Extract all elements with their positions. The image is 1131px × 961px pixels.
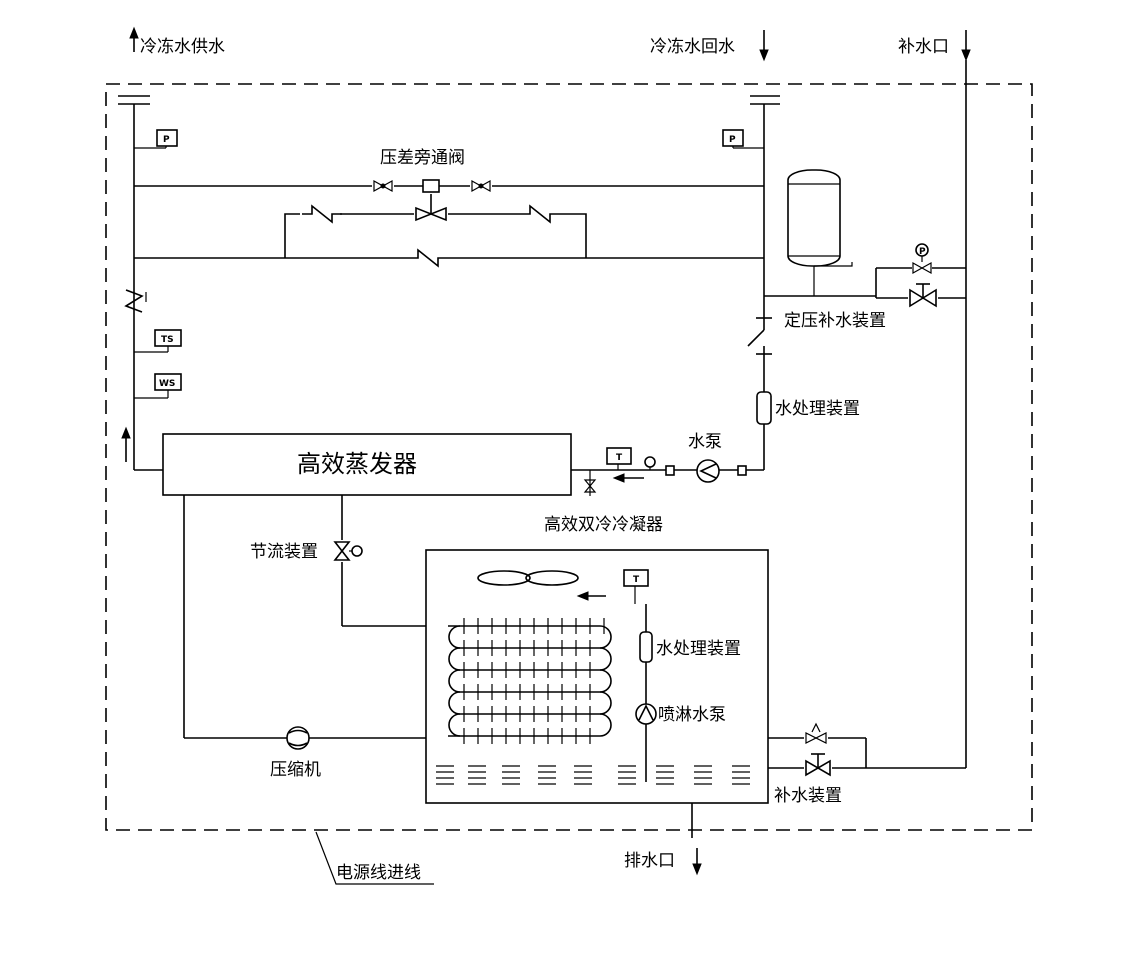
throttle-valve [333,540,363,562]
pressure-gauge-right-tag: P [729,135,736,145]
spray-pump-label: 喷淋水泵 [658,705,726,725]
isolation-valve-1 [372,179,394,193]
supply-flow-arrow [121,426,131,462]
drain-arrow [692,848,702,876]
temperature-switch [154,329,182,347]
pressure-gauge-left-tag: P [163,135,170,145]
fan-icon [477,570,579,586]
pressure-gauge-left [156,129,178,147]
check-valve-branch-1 [302,204,342,224]
water-treatment-top-label: 水处理装置 [775,399,860,419]
pump-label: 水泵 [688,432,722,452]
drain-label: 排水口 [624,851,675,871]
return-flow-arrow [612,473,644,483]
temperature-sensor-inner [623,569,649,587]
compressor [286,726,310,750]
compressor-label: 压缩机 [270,760,321,780]
temperature-sensor-inner-tag: T [633,575,640,585]
makeup-device-valve-1 [804,722,828,744]
flow-switch-tag: WS [159,379,175,389]
chilled-supply-arrow [129,26,139,52]
throttle-label: 节流装置 [250,542,318,562]
isolation-valve-2 [470,179,492,193]
left-flange [118,95,150,105]
water-basin [436,765,750,785]
chilled-return-label: 冷冻水回水 [650,37,735,57]
return-riser-valve [747,316,772,356]
makeup-device-label: 补水装置 [774,786,842,806]
makeup-gate-valve [908,283,938,308]
temperature-sensor-main-tag: T [616,453,623,463]
chilled-supply-label: 冷冻水供水 [140,37,225,57]
check-valve-riser [124,289,144,313]
pressure-makeup-label: 定压补水装置 [784,311,886,331]
makeup-inlet-arrow [961,30,971,62]
water-treatment-top [756,391,772,425]
differential-bypass-valve [422,179,440,193]
check-valve-branch-2 [520,204,560,224]
condenser-label: 高效双冷冷凝器 [544,515,663,535]
pump-joint-left [665,465,675,476]
power-inlet-leader [315,831,434,885]
evaporator-drain-valve [583,470,597,496]
temperature-sensor-main [606,447,632,465]
chilled-return-arrow [759,30,769,62]
water-treatment-inner-label: 水处理装置 [656,639,741,659]
water-treatment-inner [639,631,653,663]
makeup-check-valve [912,243,932,275]
coil-spray-nozzles [463,618,605,744]
pressure-gauge-right [722,129,744,147]
bypass-valve-label: 压差旁通阀 [380,148,465,168]
spray-flow-arrow [576,591,606,601]
check-valve-bottom [408,248,446,268]
pump [696,459,720,483]
condenser-box [425,549,769,804]
unit-boundary [105,83,1033,831]
right-flange [750,95,780,105]
air-vent [644,456,656,468]
makeup-inlet-label: 补水口 [898,37,949,57]
makeup-device-valve-2 [804,753,832,777]
pump-joint-right [737,465,747,476]
power-inlet-label: 电源线进线 [336,863,421,883]
spray-pump [635,703,657,725]
condenser-coil [448,625,612,737]
flow-switch [154,373,182,391]
makeup-gauge-tag: P [919,247,926,257]
evaporator-label: 高效蒸发器 [297,450,417,478]
evaporator [162,433,572,496]
temperature-switch-tag: TS [161,335,174,345]
bypass-control-valve [414,194,448,222]
